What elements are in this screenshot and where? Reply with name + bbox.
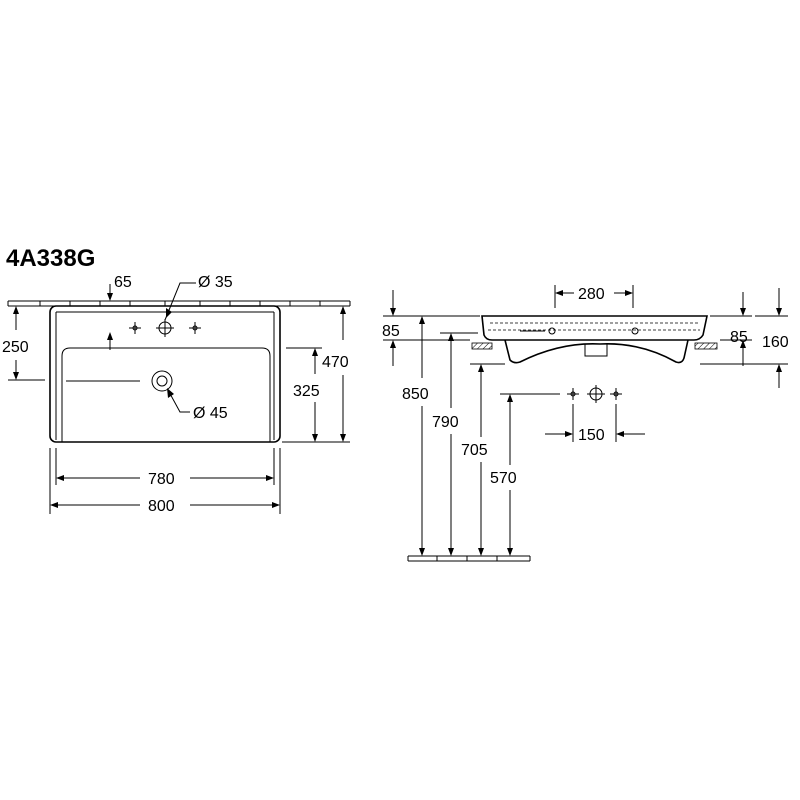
top-view: 65 Ø 35 Ø 45 250 470 325	[2, 274, 351, 515]
dim-overall-width: 800	[148, 498, 175, 515]
bowl-outline	[61, 347, 271, 442]
counter-left	[471, 342, 493, 350]
tap-mark-left-icon	[129, 322, 141, 334]
model-title: 4A338G	[6, 245, 95, 272]
dim-overall-depth: 470	[322, 354, 349, 371]
dim-inner-width: 780	[148, 471, 175, 488]
side-view: 280 85 85 160	[382, 285, 789, 562]
tap-hole-icon	[156, 319, 174, 337]
dim-tap-offset: 65	[114, 274, 132, 291]
counter-right	[694, 342, 718, 350]
dim-bowl-depth: 325	[293, 383, 320, 400]
dim-tap-hole: Ø 35	[198, 274, 233, 291]
dim-waste-hole: Ø 45	[193, 405, 228, 422]
dim-height-705: 705	[461, 442, 488, 459]
dim-height-790: 790	[432, 414, 459, 431]
bowl-profile	[504, 339, 689, 364]
dim-tap-spacing: 150	[578, 427, 605, 444]
tap-mark-side-icon	[548, 327, 639, 335]
dim-top-width: 280	[578, 286, 605, 303]
dim-rim-left: 85	[382, 323, 400, 340]
waste-hole-icon	[66, 370, 173, 392]
tap-mark-right-icon	[189, 322, 201, 334]
dim-depth-to-tap: 250	[2, 339, 29, 356]
dim-rim-right: 85	[730, 329, 748, 346]
floor-line	[407, 555, 531, 562]
basin-profile	[481, 315, 708, 341]
dim-height-570: 570	[490, 470, 517, 487]
basin-outline	[49, 305, 281, 443]
dim-total-height: 160	[762, 334, 789, 351]
tap-set-icon	[567, 385, 622, 403]
dim-height-850: 850	[402, 386, 429, 403]
